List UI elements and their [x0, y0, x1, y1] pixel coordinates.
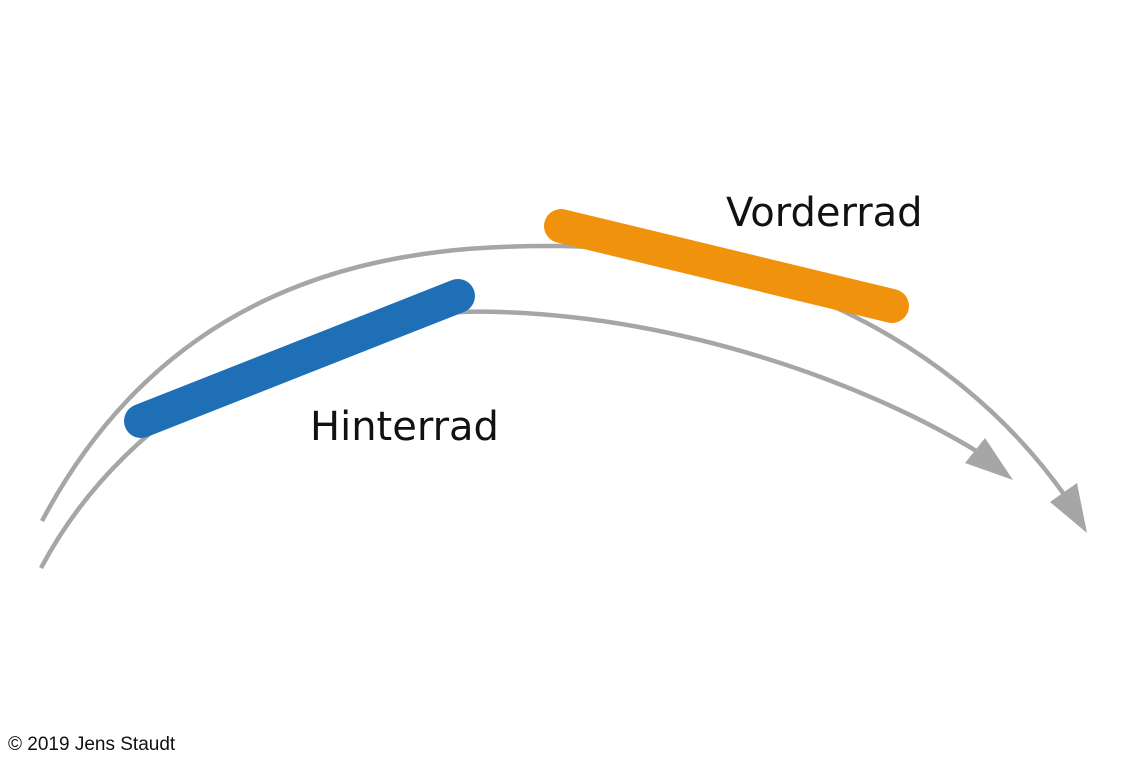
copyright-notice: © 2019 Jens Staudt [8, 734, 176, 755]
rear-wheel-label: Hinterrad [310, 404, 499, 450]
inner-track-arrowhead [965, 438, 1013, 480]
front-wheel-label: Vorderrad [726, 190, 923, 236]
outer-track-arrowhead [1050, 483, 1087, 533]
outer-track-arc [40, 243, 1070, 523]
rear-wheel-bar [124, 279, 475, 438]
front-wheel-bar [544, 209, 909, 323]
